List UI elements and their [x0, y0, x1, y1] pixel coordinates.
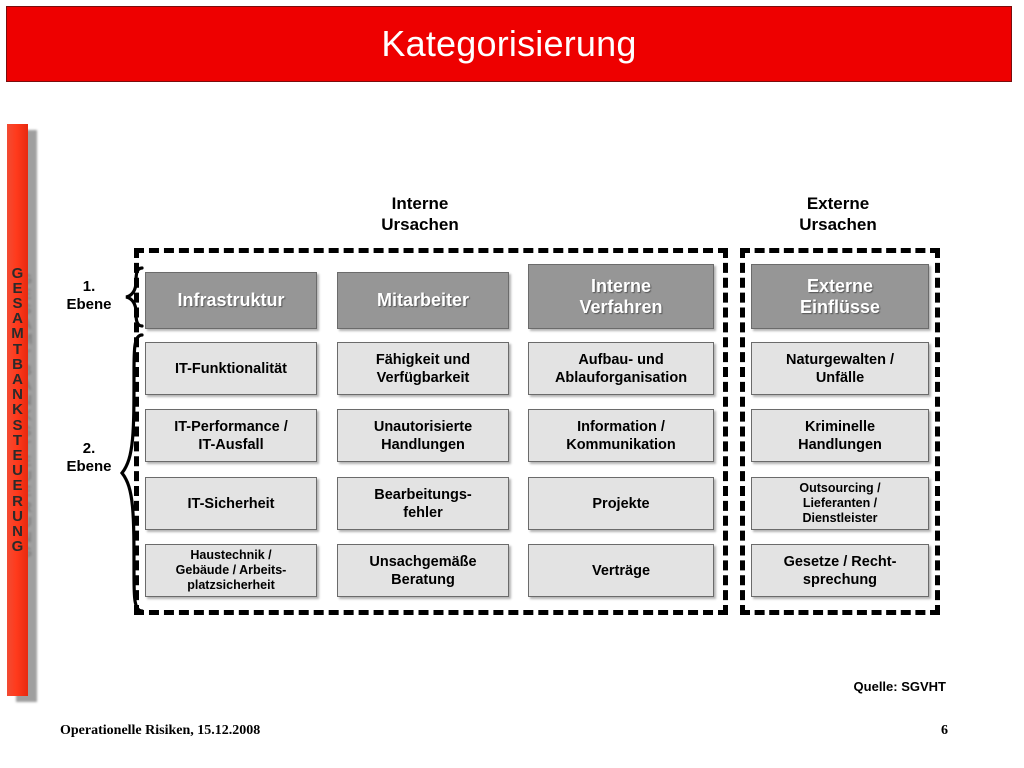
cell-it-sicherheit[interactable]: IT-Sicherheit [145, 477, 317, 530]
level-2-label-line2: Ebene [66, 458, 112, 475]
page-title: Kategorisierung [381, 23, 637, 64]
level-1-label-line2: Ebene [66, 296, 112, 313]
group-title-external-line1: Externe [806, 194, 870, 213]
cell-haustechnik-label: Haustechnik / Gebäude / Arbeits- platzsi… [171, 548, 292, 593]
cell-outsourcing-line3: Dienstleister [802, 511, 878, 525]
cell-unautorisierte-handlungen-label: Unautorisierte Handlungen [369, 418, 477, 454]
cell-kriminelle-line1: Kriminelle [804, 418, 876, 435]
cell-it-performance-label: IT-Performance / IT-Ausfall [169, 418, 293, 454]
cell-information-line1: Information / [577, 418, 665, 435]
cell-gesetze-rechtsprechung[interactable]: Gesetze / Recht- sprechung [751, 544, 929, 597]
cell-haustechnik[interactable]: Haustechnik / Gebäude / Arbeits- platzsi… [145, 544, 317, 597]
cell-information-line2: Kommunikation [566, 436, 676, 453]
cell-gesetze-line1: Gesetze / Recht- [783, 553, 897, 570]
cell-kriminelle-handlungen-label: Kriminelle Handlungen [793, 418, 887, 454]
header-box-mitarbeiter[interactable]: Mitarbeiter [337, 272, 509, 329]
cell-it-sicherheit-label: IT-Sicherheit [187, 495, 275, 512]
cell-naturgewalten-line1: Naturgewalten / [786, 351, 894, 368]
header-externe-line2: Einflüsse [799, 296, 881, 317]
cell-it-funktionalitaet-label: IT-Funktionalität [175, 360, 287, 377]
cell-haustechnik-line1: Haustechnik / [190, 548, 272, 562]
cell-unautorisierte-line2: Handlungen [381, 436, 465, 453]
cell-faehigkeit-line1: Fähigkeit und [375, 351, 471, 368]
cell-vertraege[interactable]: Verträge [528, 544, 714, 597]
cell-haustechnik-line3: platzsicherheit [187, 578, 275, 592]
footer-text: Operationelle Risiken, 15.12.2008 [60, 723, 261, 738]
cell-unsachgemaesse-line2: Beratung [391, 571, 455, 588]
header-box-infrastruktur[interactable]: Infrastruktur [145, 272, 317, 329]
group-title-external-line2: Ursachen [799, 215, 877, 234]
cell-outsourcing-label: Outsourcing / Lieferanten / Dienstleiste… [794, 481, 885, 526]
cell-projekte[interactable]: Projekte [528, 477, 714, 530]
level-1-label: 1. Ebene [56, 278, 122, 314]
cell-gesetze-rechtsprechung-label: Gesetze / Recht- sprechung [779, 553, 902, 589]
header-box-mitarbeiter-label: Mitarbeiter [376, 290, 470, 310]
cell-aufbau-line1: Aufbau- und [578, 351, 664, 368]
cell-bearbeitungsfehler-label: Bearbeitungs- fehler [369, 486, 477, 522]
internal-causes-container [134, 248, 728, 615]
level-2-label: 2. Ebene [56, 440, 122, 476]
cell-outsourcing-line2: Lieferanten / [802, 496, 878, 510]
header-box-externe-einfluesse[interactable]: Externe Einflüsse [751, 264, 929, 329]
cell-aufbau-line2: Ablauforganisation [554, 369, 688, 386]
slide-title-bar: Kategorisierung [6, 6, 1012, 82]
header-interne-verfahren-line2: Verfahren [579, 296, 663, 317]
cell-gesetze-line2: sprechung [802, 571, 878, 588]
cell-outsourcing-lieferanten[interactable]: Outsourcing / Lieferanten / Dienstleiste… [751, 477, 929, 530]
cell-it-performance[interactable]: IT-Performance / IT-Ausfall [145, 409, 317, 462]
cell-it-funktionalitaet[interactable]: IT-Funktionalität [145, 342, 317, 395]
group-title-external: Externe Ursachen [748, 193, 928, 235]
cell-naturgewalten-unfaelle[interactable]: Naturgewalten / Unfälle [751, 342, 929, 395]
level-2-label-line1: 2. [82, 440, 96, 457]
header-interne-verfahren-line1: Interne [590, 275, 651, 296]
cell-kriminelle-line2: Handlungen [798, 436, 882, 453]
cell-it-performance-line2: IT-Ausfall [198, 436, 264, 453]
cell-aufbau-ablauforganisation-label: Aufbau- und Ablauforganisation [550, 351, 692, 387]
group-title-internal-line2: Ursachen [381, 215, 459, 234]
cell-unautorisierte-handlungen[interactable]: Unautorisierte Handlungen [337, 409, 509, 462]
page-number: 6 [941, 723, 948, 738]
header-box-interne-verfahren[interactable]: Interne Verfahren [528, 264, 714, 329]
cell-information-kommunikation[interactable]: Information / Kommunikation [528, 409, 714, 462]
header-externe-line1: Externe [806, 275, 874, 296]
cell-it-performance-line1: IT-Performance / [174, 418, 288, 435]
cell-unautorisierte-line1: Unautorisierte [373, 418, 473, 435]
cell-naturgewalten-label: Naturgewalten / Unfälle [781, 351, 899, 387]
header-box-infrastruktur-label: Infrastruktur [177, 290, 285, 310]
cell-haustechnik-line2: Gebäude / Arbeits- [175, 563, 287, 577]
cell-unsachgemaesse-line1: Unsachgemäße [369, 553, 477, 570]
group-title-internal: Interne Ursachen [330, 193, 510, 235]
cell-bearbeitungsfehler-line2: fehler [403, 504, 443, 521]
cell-faehigkeit-line2: Verfügbarkeit [376, 369, 470, 386]
cell-vertraege-label: Verträge [591, 562, 651, 579]
header-box-externe-einfluesse-label: Externe Einflüsse [795, 276, 885, 318]
group-title-internal-line1: Interne [391, 194, 449, 213]
cell-outsourcing-line1: Outsourcing / [799, 481, 881, 495]
cell-information-kommunikation-label: Information / Kommunikation [561, 418, 681, 454]
cell-bearbeitungsfehler[interactable]: Bearbeitungs- fehler [337, 477, 509, 530]
source-note: Quelle: SGVHT [853, 679, 946, 694]
cell-kriminelle-handlungen[interactable]: Kriminelle Handlungen [751, 409, 929, 462]
external-causes-container [740, 248, 940, 615]
cell-faehigkeit-verfuegbarkeit-label: Fähigkeit und Verfügbarkeit [371, 351, 475, 387]
cell-bearbeitungsfehler-line1: Bearbeitungs- [374, 486, 472, 503]
cell-faehigkeit-verfuegbarkeit[interactable]: Fähigkeit und Verfügbarkeit [337, 342, 509, 395]
cell-naturgewalten-line2: Unfälle [815, 369, 865, 386]
cell-aufbau-ablauforganisation[interactable]: Aufbau- und Ablauforganisation [528, 342, 714, 395]
level-1-label-line1: 1. [82, 278, 96, 295]
cell-projekte-label: Projekte [592, 495, 650, 512]
cell-unsachgemaesse-beratung-label: Unsachgemäße Beratung [364, 553, 481, 589]
header-box-interne-verfahren-label: Interne Verfahren [574, 276, 667, 318]
cell-unsachgemaesse-beratung[interactable]: Unsachgemäße Beratung [337, 544, 509, 597]
